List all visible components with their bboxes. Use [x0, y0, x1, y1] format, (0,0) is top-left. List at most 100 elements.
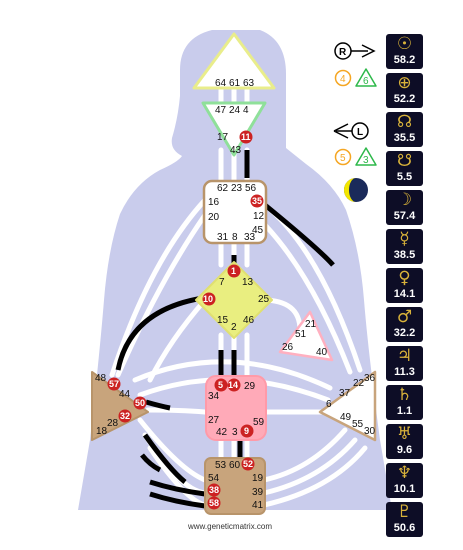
solar-plexus-center	[318, 370, 377, 442]
planet-tile: ♇50.6	[386, 502, 423, 537]
gate-label: 63	[243, 78, 255, 89]
mars-icon: ♂	[396, 307, 413, 327]
activated-gate-markers	[107, 130, 264, 510]
gate-label: 44	[119, 389, 131, 400]
centers	[91, 32, 377, 515]
earth-icon: ⊕	[397, 73, 412, 93]
gate-label-active: 1	[231, 266, 236, 276]
gate-label: 25	[258, 294, 270, 305]
gate-label: 15	[217, 315, 229, 326]
gate-label: 13	[242, 277, 254, 288]
gate-label: 40	[316, 347, 328, 358]
gate-label-active: 38	[209, 485, 219, 495]
sacral-center	[205, 375, 267, 441]
gate-label: 21	[305, 319, 317, 330]
gate-label: 26	[282, 342, 294, 353]
gate-label: 12	[253, 211, 265, 222]
gate-label-active: 58	[209, 498, 219, 508]
arrow-left-icon	[333, 123, 349, 139]
gate-label: 62	[217, 183, 229, 194]
gate-label-active: 35	[252, 196, 262, 206]
gate-label: 34	[208, 391, 220, 402]
gate-label: 31	[217, 232, 229, 243]
gate-label-active: 57	[109, 379, 119, 389]
svg-text:R: R	[339, 47, 347, 58]
gate-label: 41	[252, 500, 264, 511]
gate-label: 28	[107, 418, 119, 429]
gate-label: 19	[252, 473, 264, 484]
gate-label: 61	[229, 78, 241, 89]
site-credit: www.geneticmatrix.com	[188, 522, 273, 531]
planet-tile: ☽57.4	[386, 190, 423, 225]
gate-labels: 64 61 63 47 24 4 17 11 43 62 23 56 16 35…	[95, 78, 376, 511]
planet-value: 50.6	[393, 522, 416, 534]
gate-label: 18	[96, 426, 108, 437]
gate-label: 24	[229, 105, 241, 116]
gate-label-active: 9	[244, 426, 249, 436]
gate-label-active: 52	[243, 459, 253, 469]
moon-phase-icon	[344, 178, 368, 202]
planet-tile: ☉58.2	[386, 34, 423, 69]
svg-text:6: 6	[363, 76, 369, 87]
planet-value: 32.2	[393, 327, 416, 339]
gate-label: 2	[231, 322, 237, 333]
gate-label: 64	[215, 78, 227, 89]
gate-label: 4	[243, 105, 249, 116]
gate-label: 37	[339, 388, 351, 399]
gate-label: 8	[232, 232, 238, 243]
gate-label: 30	[364, 426, 376, 437]
planet-tile: ♄1.1	[386, 385, 423, 420]
saturn-icon: ♄	[396, 385, 413, 405]
gate-label: 17	[217, 132, 229, 143]
neptune-icon: ♆	[396, 463, 413, 483]
planet-value: 58.2	[393, 54, 416, 66]
gate-label: 20	[208, 212, 220, 223]
planet-tile: ⊕52.2	[386, 73, 423, 108]
gate-label: 54	[208, 473, 220, 484]
gate-label: 3	[232, 427, 238, 438]
pluto-icon: ♇	[396, 502, 413, 522]
planet-tile: ☊35.5	[386, 112, 423, 147]
gate-label: 36	[364, 373, 376, 384]
gate-label: 42	[216, 427, 228, 438]
defined-channels	[115, 150, 335, 509]
planet-value: 52.2	[393, 93, 416, 105]
planet-value: 14.1	[393, 288, 416, 300]
gate-label-active: 11	[241, 132, 251, 142]
gate-label: 16	[208, 197, 220, 208]
svg-text:5: 5	[340, 153, 346, 164]
gate-label: 45	[252, 225, 264, 236]
gate-label-active: 5	[218, 380, 223, 390]
planet-tile: ♂32.2	[386, 307, 423, 342]
svg-text:L: L	[357, 127, 363, 138]
gate-label: 29	[244, 381, 256, 392]
jupiter-icon: ♃	[396, 346, 413, 366]
planet-tile: ♃11.3	[386, 346, 423, 381]
gate-label: 39	[252, 487, 264, 498]
variable-arrows-bottom: L 5 3	[333, 122, 377, 166]
gate-label-active: 50	[135, 398, 145, 408]
planet-tile: ♆10.1	[386, 463, 423, 498]
planet-value: 1.1	[396, 405, 413, 417]
south-node-icon: ☋	[396, 151, 413, 171]
gate-label: 48	[95, 373, 107, 384]
planet-tile: ♀14.1	[386, 268, 423, 303]
gate-label: 27	[208, 415, 220, 426]
spleen-center	[91, 371, 149, 441]
mercury-icon: ☿	[399, 229, 410, 249]
planet-value: 38.5	[393, 249, 416, 261]
venus-icon: ♀	[398, 268, 411, 288]
gate-label: 53	[215, 460, 227, 471]
svg-text:4: 4	[340, 74, 346, 85]
g-center	[195, 261, 273, 339]
planet-value: 10.1	[393, 483, 416, 495]
gate-label: 33	[244, 232, 256, 243]
gate-label-active: 14	[228, 380, 238, 390]
planet-value: 35.5	[393, 132, 416, 144]
gate-label: 46	[243, 315, 255, 326]
throat-center	[202, 179, 268, 245]
root-center	[204, 457, 266, 515]
planet-value: 5.5	[396, 171, 413, 183]
gate-label: 43	[230, 145, 242, 156]
gate-label: 6	[326, 399, 332, 410]
